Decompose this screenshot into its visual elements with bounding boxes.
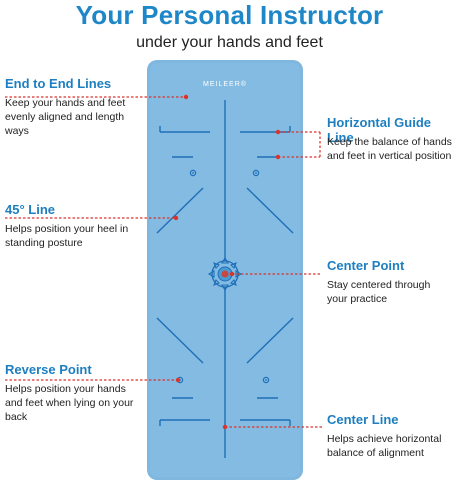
center-point-emblem xyxy=(207,256,243,292)
center-point-heading: Center Point xyxy=(327,258,405,273)
brand-logo: MEILEER® xyxy=(203,80,247,88)
page-subtitle: under your hands and feet xyxy=(136,34,323,51)
reverse-point-heading: Reverse Point xyxy=(5,362,92,377)
forty-five-line-desc: Helps position your heel in standing pos… xyxy=(5,223,129,249)
horizontal-guide-line-desc: Keep the balance of hands and feet in ve… xyxy=(327,136,452,162)
forty-five-line-heading: 45° Line xyxy=(5,202,55,217)
center-line-heading: Center Line xyxy=(327,412,399,427)
page-title: Your Personal Instructor xyxy=(75,0,384,30)
end-to-end-lines-heading: End to End Lines xyxy=(5,76,112,91)
reverse-point-dots xyxy=(176,169,270,384)
reverse-point-desc: Helps position your hands and feet when … xyxy=(5,383,134,423)
end-to-end-lines-desc: Keep your hands and feet evenly aligned … xyxy=(5,97,126,137)
callout-dots xyxy=(173,94,281,430)
callout-leaders xyxy=(5,96,322,428)
center-point-desc: Stay centered through your practice xyxy=(327,279,431,305)
center-line-desc: Helps achieve horizontal balance of alig… xyxy=(327,433,442,459)
horizontal-guide-line-heading: Horizontal Guide Line xyxy=(327,115,431,145)
